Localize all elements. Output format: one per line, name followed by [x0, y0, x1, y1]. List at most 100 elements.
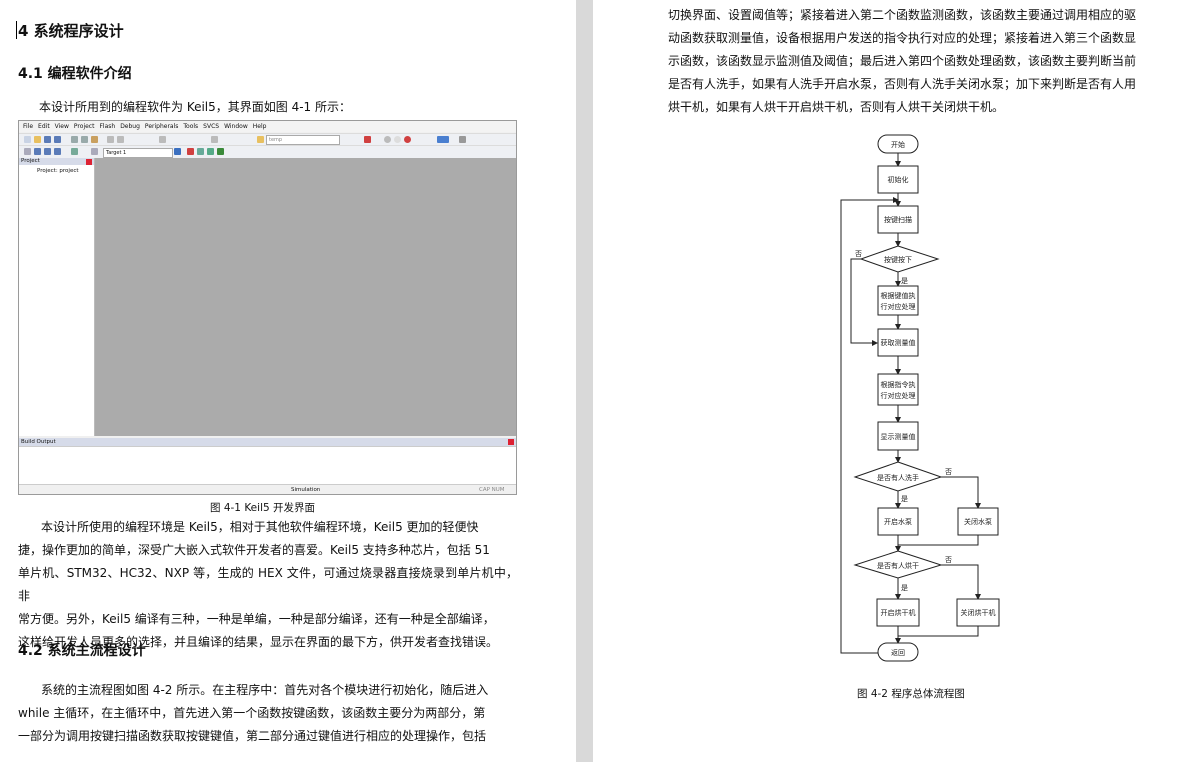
- flow-label: 开始: [891, 140, 905, 149]
- text-line: 系统的主流程图如图 4-2 所示。在主程序中：首先对各个模块进行初始化，随后进入: [41, 683, 489, 697]
- close-icon: [86, 159, 92, 165]
- flow-label: 开启水泵: [884, 517, 912, 526]
- flow-no-label: 否: [945, 556, 952, 564]
- flow-label: 关闭烘干机: [961, 608, 996, 617]
- flow-label: 行对应处理: [881, 302, 916, 311]
- text-line: 单片机、STM32、HC32、NXP 等，生成的 HEX 文件，可通过烧录器直接…: [18, 566, 518, 603]
- document-page-right: 切换界面、设置阈值等；紧接着进入第二个函数监测函数，该函数主要通过调用相应的驱 …: [593, 0, 1181, 762]
- flow-yes-label: 是: [901, 495, 908, 503]
- flow-node-pump-on: [877, 507, 919, 536]
- indent-icon: [211, 136, 218, 143]
- flow-arrow: [941, 476, 981, 509]
- new-file-icon: [24, 136, 31, 143]
- bookmark-icon: [159, 136, 166, 143]
- flow-label: 根据指令执: [881, 380, 916, 389]
- flow-decision-wash: [853, 461, 943, 492]
- redo-icon: [117, 136, 124, 143]
- menu-flash: Flash: [99, 123, 116, 130]
- flow-label: 是否有人洗手: [877, 473, 919, 482]
- flow-node-start: [877, 134, 919, 154]
- intro-paragraph: 本设计所用到的编程软件为 Keil5，其界面如图 4-1 所示：: [39, 100, 352, 114]
- flow-arrow: [850, 258, 878, 346]
- flow-label: 是否有人烘干: [877, 561, 919, 570]
- figure-4-2-caption: 图 4-2 程序总体流程图: [857, 688, 965, 700]
- flow-connector: [898, 626, 979, 637]
- flow-node-command: [877, 373, 919, 406]
- flow-loop-arrow: [840, 197, 899, 654]
- project-panel: Project Project: project: [19, 158, 95, 436]
- build-icon: [34, 148, 41, 155]
- project-tree-item: Project: project: [37, 168, 79, 174]
- flow-label: 初始化: [888, 175, 909, 184]
- menu-window: Window: [224, 123, 248, 130]
- text-line: 动函数获取测量值，设备根据用户发送的指令执行对应的处理；紧接着进入第三个函数显: [668, 31, 1137, 45]
- save-icon: [44, 136, 51, 143]
- window-layout-icon: [437, 136, 449, 143]
- download-icon: [71, 148, 78, 155]
- breakpoint-disable-icon: [394, 136, 401, 143]
- build-output-header: Build Output: [19, 438, 516, 446]
- chapter-heading: 4 系统程序设计: [18, 22, 124, 40]
- flow-node-scan: [877, 205, 919, 234]
- menu-edit: Edit: [38, 123, 50, 130]
- target-select: Target 1: [103, 148, 173, 158]
- paste-icon: [91, 136, 98, 143]
- flow-no-label: 否: [855, 250, 862, 258]
- flow-label: 返回: [891, 649, 905, 657]
- figure-4-1-caption: 图 4-1 Keil5 开发界面: [210, 502, 315, 514]
- flow-yes-label: 是: [901, 277, 908, 285]
- manage-icon: [187, 148, 194, 155]
- flow-arrow: [941, 564, 981, 600]
- menu-help: Help: [252, 123, 267, 130]
- text-line: 切换界面、设置阈值等；紧接着进入第二个函数监测函数，该函数主要通过调用相应的驱: [668, 8, 1137, 22]
- continued-paragraph: 切换界面、设置阈值等；紧接着进入第二个函数监测函数，该函数主要通过调用相应的驱 …: [668, 4, 1168, 119]
- debug-start-icon: [364, 136, 371, 143]
- flow-label: 根据键值执: [881, 291, 916, 300]
- section-heading-4-1: 4.1 编程软件介绍: [18, 66, 132, 82]
- flow-node-init: [877, 165, 919, 194]
- flow-node-measure: [877, 328, 919, 357]
- copy-icon: [81, 136, 88, 143]
- menu-project: Project: [73, 123, 95, 130]
- flow-label: 按键扫描: [884, 215, 912, 224]
- pack-icon: [197, 148, 204, 155]
- keil5-screenshot: File Edit View Project Flash Debug Perip…: [18, 120, 517, 495]
- pack-installer-icon: [217, 148, 224, 155]
- text-line: 示函数，该函数显示监测值及阈值；最后进入第四个函数处理函数，该函数主要判断当前: [668, 54, 1137, 68]
- keil-paragraph: 本设计所使用的编程环境是 Keil5，相对于其他软件编程环境，Keil5 更加的…: [18, 516, 518, 654]
- close-icon: [508, 439, 514, 445]
- keil-menubar: File Edit View Project Flash Debug Perip…: [19, 121, 516, 132]
- flow-connector: [898, 535, 979, 546]
- keil-toolbar-2: Target 1: [19, 145, 516, 158]
- flow-label: 按键按下: [884, 255, 912, 264]
- section-heading-4-2: 4.2 系统主流程设计: [18, 643, 146, 659]
- menu-view: View: [54, 123, 69, 130]
- options-icon: [174, 148, 181, 155]
- flow-node-pump-off: [957, 507, 999, 536]
- batch-build-icon: [54, 148, 61, 155]
- open-file-icon: [34, 136, 41, 143]
- program-flowchart: 开始 初始化 按键扫描 按键按下 否 是 根据键值执 行对应处理 获取测量值 根…: [840, 134, 1000, 662]
- flow-no-label: 否: [945, 468, 952, 476]
- config-icon: [459, 136, 466, 143]
- cut-icon: [71, 136, 78, 143]
- compile-icon: [24, 148, 31, 155]
- text-line: 是否有人洗手，如果有人洗手开启水泵，否则有人洗手关闭水泵；加下来判断是否有人用: [668, 77, 1137, 91]
- flow-label: 关闭水泵: [964, 517, 992, 526]
- page-gutter: [576, 0, 593, 762]
- flow-decision-dry: [853, 550, 943, 579]
- text-line: 常方便。另外，Keil5 编译有三种，一种是单编，一种是部分编译，还有一种是全部…: [18, 612, 495, 626]
- flow-node-handle-key: [877, 285, 919, 316]
- menu-peripherals: Peripherals: [144, 123, 179, 130]
- build-output-box: [19, 446, 516, 485]
- keil-statusbar: Simulation CAP NUM: [19, 484, 516, 494]
- menu-svcs: SVCS: [203, 123, 220, 130]
- menu-debug: Debug: [120, 123, 140, 130]
- flow-label: 获取测量值: [881, 338, 916, 347]
- text-line: 一部分为调用按键扫描函数获取按键键值，第二部分通过键值进行相应的处理操作，包括: [18, 729, 487, 743]
- undo-icon: [107, 136, 114, 143]
- flow-label: 显示测量值: [881, 432, 916, 441]
- main-flow-paragraph: 系统的主流程图如图 4-2 所示。在主程序中：首先对各个模块进行初始化，随后进入…: [18, 679, 518, 748]
- document-page-left: 4 系统程序设计 4.1 编程软件介绍 本设计所用到的编程软件为 Keil5，其…: [0, 0, 576, 762]
- flow-label: 行对应处理: [881, 391, 916, 400]
